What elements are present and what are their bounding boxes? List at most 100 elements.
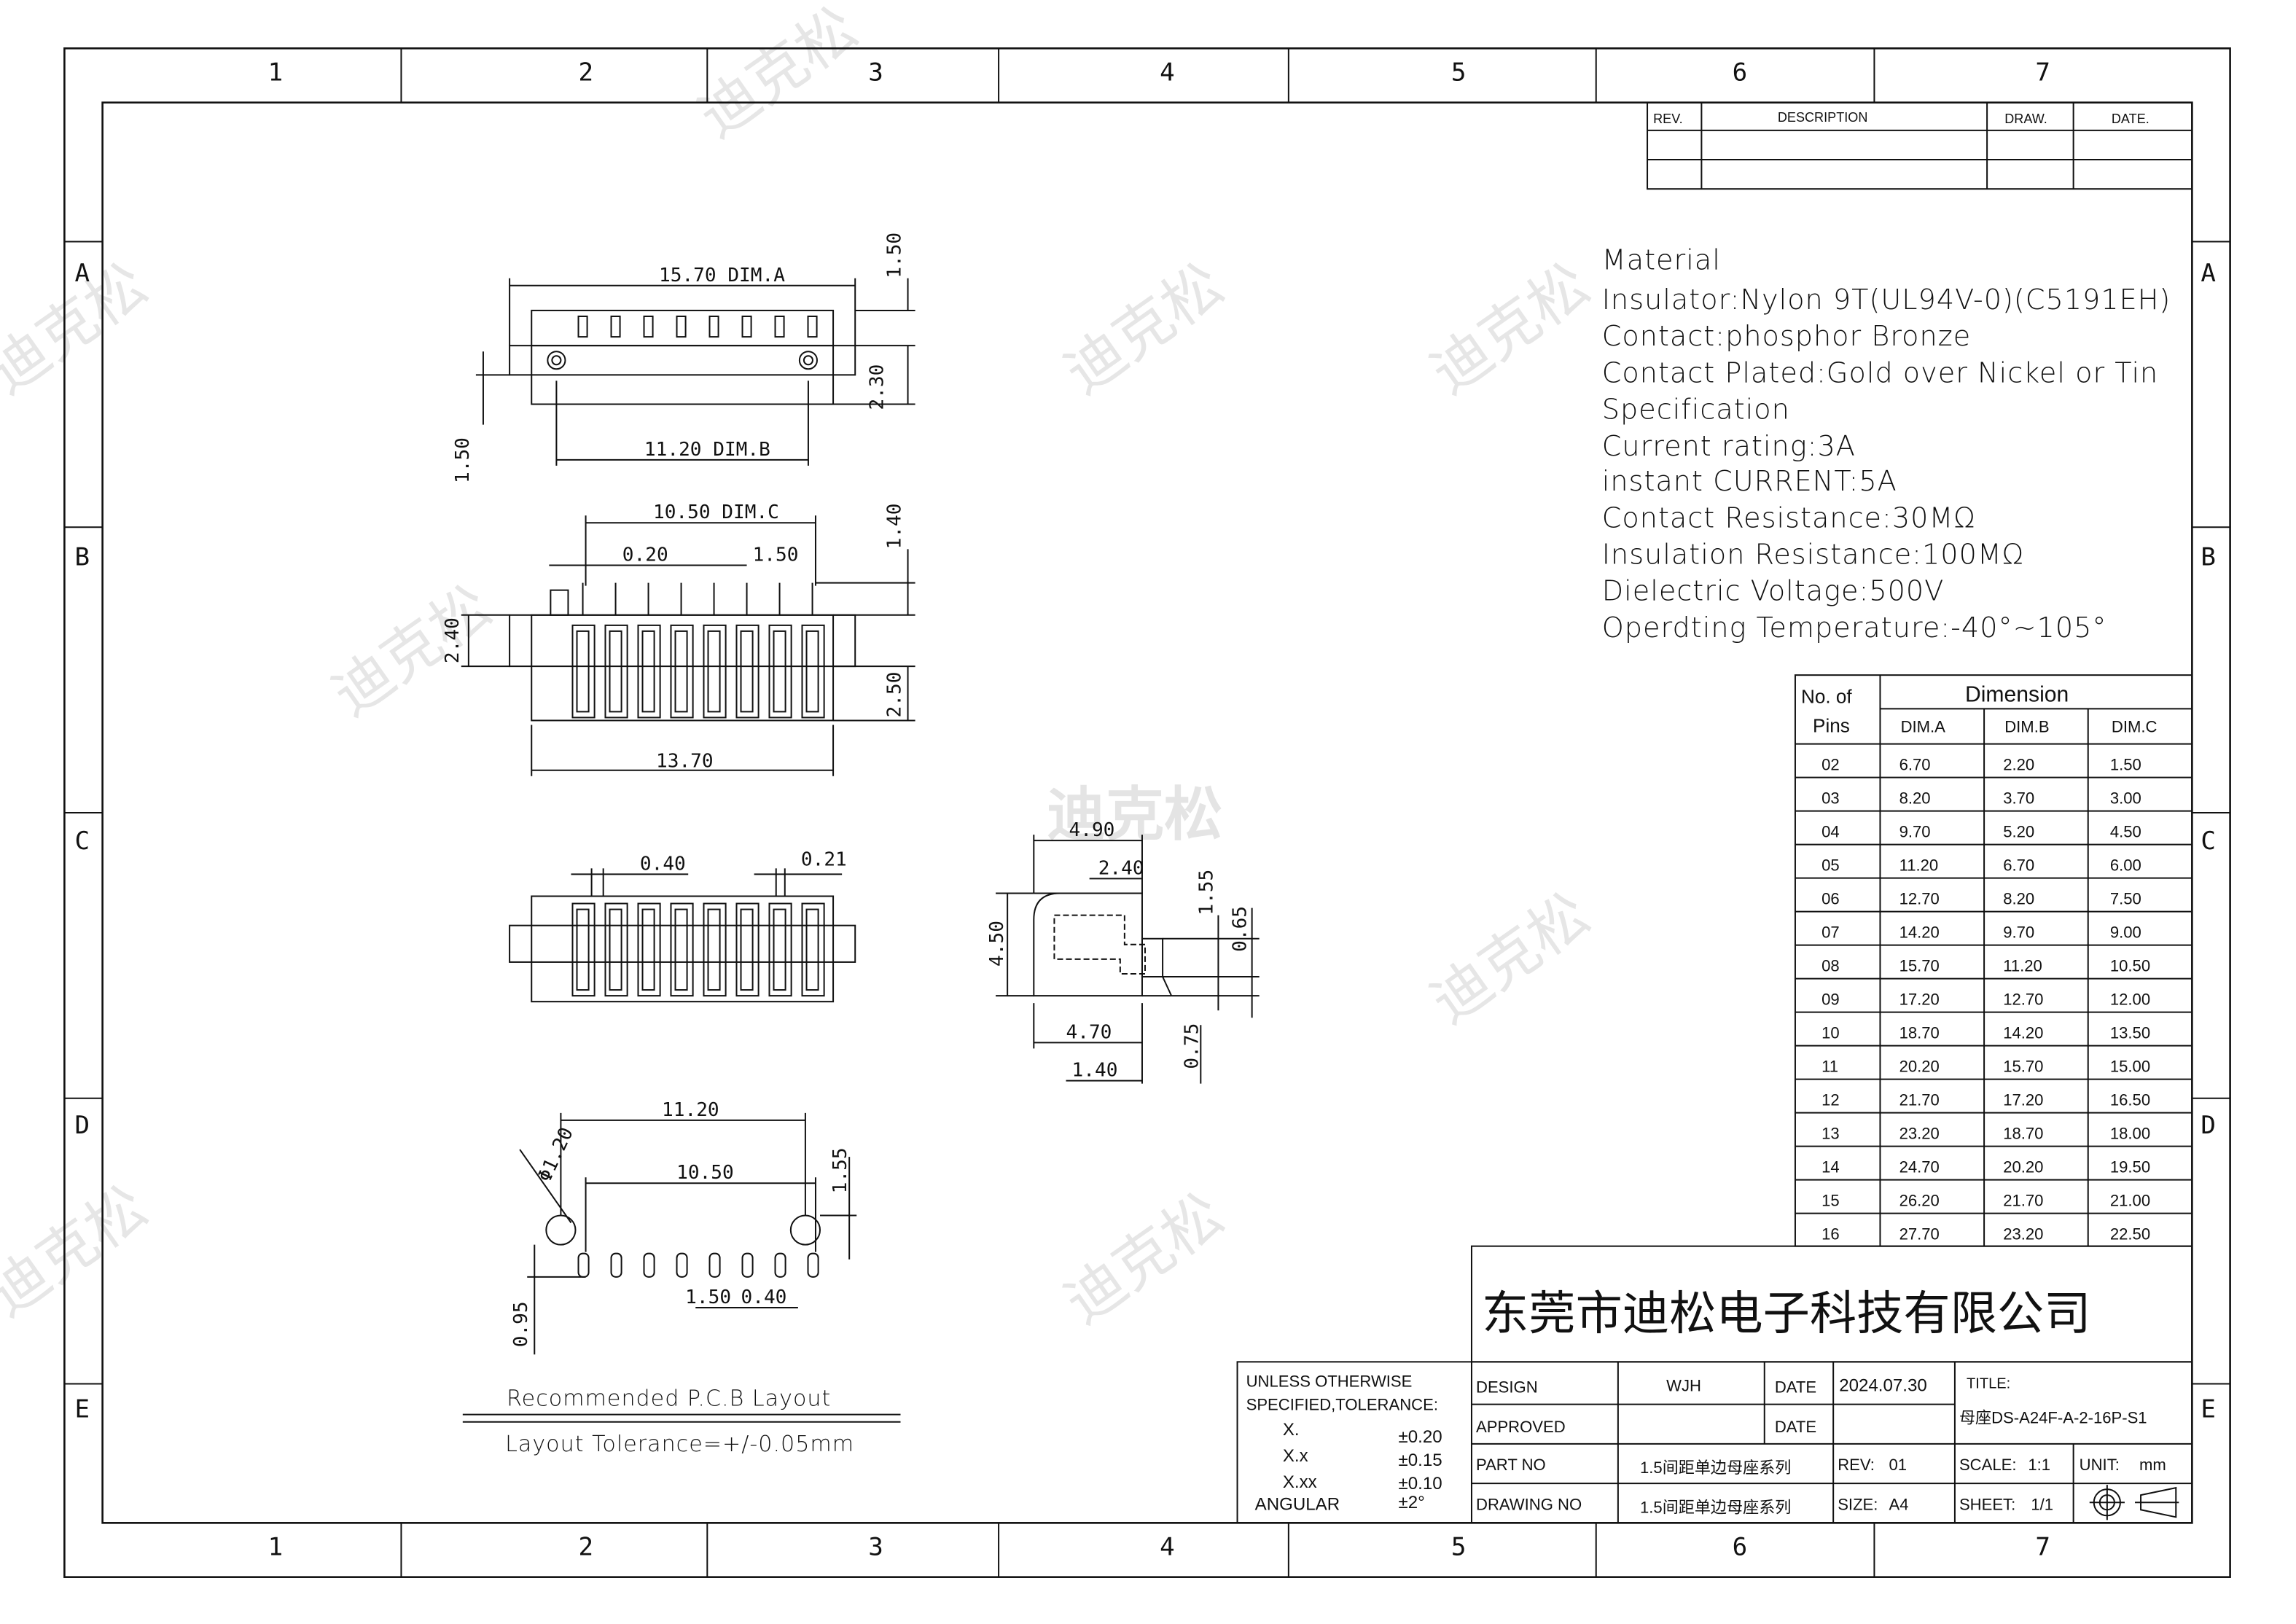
svg-text:1.50: 1.50 [883, 233, 905, 278]
title-block: UNLESS OTHERWISE SPECIFIED,TOLERANCE: X.… [1236, 1361, 2193, 1524]
table-cell: 16 [1821, 1225, 1840, 1244]
svg-text:ANGULAR: ANGULAR [1255, 1494, 1340, 1514]
svg-text:±0.20: ±0.20 [1399, 1427, 1442, 1447]
table-cell: 8.20 [1899, 789, 1931, 808]
svg-text:WJH: WJH [1666, 1377, 1701, 1395]
svg-text:Dimension: Dimension [1965, 682, 2069, 706]
dimension-table: No. of Pins Dimension DIM.A DIM.B DIM.C … [1794, 674, 2193, 1247]
table-cell: 23.20 [1899, 1125, 1940, 1143]
svg-text:B: B [2201, 542, 2216, 571]
revision-table: REV. DESCRIPTION DRAW. DATE. [1647, 101, 2193, 190]
drawing-title: 母座DS-A24F-A-2-16P-S1 [1959, 1409, 2147, 1427]
table-cell: 8.20 [2003, 890, 2034, 908]
svg-text:DIM.B: DIM.B [2004, 718, 2049, 736]
table-cell: 14.20 [2003, 1024, 2043, 1042]
svg-text:DATE: DATE [1775, 1418, 1816, 1436]
table-cell: 6.70 [1899, 756, 1931, 774]
dim-b-label: 11.20 DIM.B [644, 439, 770, 461]
svg-text:±0.10: ±0.10 [1399, 1474, 1442, 1494]
svg-text:4: 4 [1160, 1533, 1175, 1562]
svg-text:A: A [2201, 259, 2216, 288]
svg-text:A: A [74, 259, 90, 288]
svg-text:Pins: Pins [1813, 715, 1850, 737]
svg-text:1/1: 1/1 [2031, 1495, 2053, 1513]
svg-text:±2°: ±2° [1399, 1493, 1425, 1512]
table-cell: 24.70 [1899, 1158, 1940, 1176]
table-cell: 05 [1821, 856, 1840, 875]
svg-text:SPECIFIED,TOLERANCE:: SPECIFIED,TOLERANCE: [1246, 1396, 1438, 1414]
table-cell: 20.20 [1899, 1058, 1940, 1076]
svg-text:Contact:phosphor Bronze: Contact:phosphor Bronze [1602, 320, 1971, 352]
table-cell: 09 [1821, 991, 1840, 1009]
svg-text:1.50: 1.50 [452, 437, 474, 483]
table-cell: 18.70 [2003, 1125, 2043, 1143]
company-name: 东莞市迪松电子科技有限公司 [1482, 1287, 2090, 1341]
svg-text:4.70: 4.70 [1066, 1021, 1112, 1043]
svg-text:10.50 DIM.C: 10.50 DIM.C [653, 501, 779, 523]
table-cell: 11.20 [1899, 856, 1939, 875]
pcb-layout-title: Recommended P.C.B Layout [507, 1386, 831, 1412]
table-cell: 2.20 [2003, 756, 2034, 774]
svg-text:Current rating:3A: Current rating:3A [1602, 430, 1856, 462]
svg-text:13.70: 13.70 [656, 751, 714, 773]
svg-text:X.x: X.x [1283, 1446, 1308, 1466]
svg-text:D: D [2201, 1111, 2216, 1140]
svg-text:Material: Material [1602, 244, 1721, 276]
svg-text:A4: A4 [1889, 1495, 1909, 1513]
svg-text:0.95: 0.95 [510, 1301, 532, 1347]
layout-tolerance: Layout Tolerance=+/-0.05mm [505, 1432, 854, 1457]
svg-text:4.50: 4.50 [986, 921, 1008, 967]
svg-text:3: 3 [868, 58, 883, 87]
svg-text:No. of: No. of [1801, 685, 1852, 707]
svg-text:PART NO: PART NO [1476, 1456, 1546, 1474]
table-cell: 07 [1821, 924, 1840, 942]
svg-text:C: C [2201, 827, 2216, 856]
table-cell: 9.70 [2003, 924, 2034, 942]
svg-text:11.20: 11.20 [662, 1099, 719, 1121]
svg-text:B: B [74, 542, 90, 571]
table-cell: 18.00 [2110, 1125, 2150, 1143]
svg-text:SIZE:: SIZE: [1838, 1495, 1878, 1513]
svg-text:01: 01 [1889, 1456, 1908, 1474]
svg-text:DIM.C: DIM.C [2112, 718, 2158, 736]
svg-text:1.5间距单边母座系列: 1.5间距单边母座系列 [1640, 1498, 1791, 1516]
svg-text:Contact Plated:Gold over Nicke: Contact Plated:Gold over Nickel or Tin [1602, 356, 2158, 389]
svg-text:1.55: 1.55 [829, 1147, 851, 1193]
table-cell: 7.50 [2110, 890, 2141, 908]
svg-text:X.: X. [1283, 1420, 1300, 1440]
table-cell: 13 [1821, 1125, 1840, 1143]
table-cell: 17.20 [1899, 991, 1940, 1009]
svg-text:DIM.A: DIM.A [1901, 718, 1946, 736]
svg-text:2.30: 2.30 [866, 364, 888, 410]
svg-text:TITLE:: TITLE: [1967, 1376, 2010, 1392]
svg-text:UNLESS OTHERWISE: UNLESS OTHERWISE [1246, 1373, 1413, 1391]
svg-text:0.40: 0.40 [640, 853, 686, 875]
table-cell: 15.00 [2110, 1058, 2150, 1076]
table-cell: 22.50 [2110, 1225, 2150, 1244]
table-cell: 27.70 [1899, 1225, 1940, 1244]
svg-text:0.75: 0.75 [1181, 1023, 1203, 1069]
table-cell: 10.50 [2110, 957, 2150, 975]
svg-text:SCALE:: SCALE: [1959, 1456, 2017, 1474]
table-cell: 16.50 [2110, 1091, 2150, 1109]
svg-text:2: 2 [579, 58, 594, 87]
table-cell: 3.00 [2110, 789, 2141, 808]
svg-text:1.5间距单边母座系列: 1.5间距单边母座系列 [1640, 1459, 1791, 1477]
svg-text:REV.: REV. [1653, 112, 1683, 126]
table-cell: 02 [1821, 756, 1840, 774]
svg-text:DESCRIPTION: DESCRIPTION [1778, 110, 1868, 125]
bottom-view [509, 868, 856, 1003]
table-cell: 03 [1821, 789, 1840, 808]
table-cell: 10 [1821, 1024, 1840, 1042]
svg-text:0.20: 0.20 [622, 544, 668, 566]
table-cell: 9.70 [1899, 823, 1931, 841]
svg-text:1.40: 1.40 [883, 504, 905, 550]
svg-text:2024.07.30: 2024.07.30 [1839, 1376, 1927, 1396]
table-cell: 21.00 [2110, 1192, 2150, 1210]
table-cell: 5.20 [2003, 823, 2034, 841]
svg-text:DRAWING NO: DRAWING NO [1476, 1495, 1582, 1513]
svg-text:Insulation Resistance:100MΩ: Insulation Resistance:100MΩ [1602, 538, 2024, 570]
table-cell: 14.20 [1899, 924, 1940, 942]
table-cell: 14 [1821, 1158, 1840, 1176]
